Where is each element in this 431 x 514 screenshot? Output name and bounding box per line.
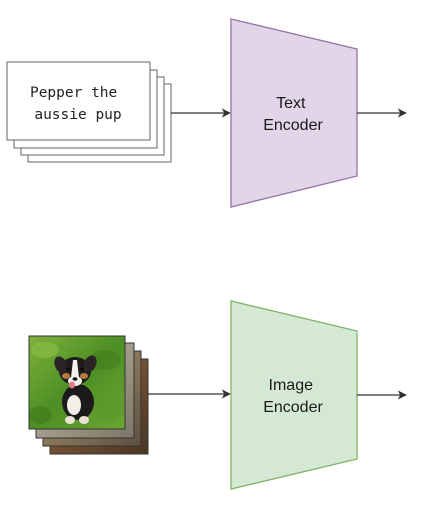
image-stack xyxy=(28,335,149,455)
caption-line-1: Pepper the xyxy=(30,85,117,101)
text-card-front xyxy=(6,61,151,141)
image-encoder-label-line-2: Encoder xyxy=(263,399,323,416)
image-encoder-label-line-1: Image xyxy=(269,377,314,394)
caption-line-2: aussie pup xyxy=(34,107,121,123)
svg-text:Pepper the aussie pup: Pepper the aussie pup xyxy=(30,85,126,123)
image-front-frame xyxy=(28,335,126,430)
text-encoder-label-line-1: Text xyxy=(276,95,306,112)
text-card-stack: Pepper the aussie pup xyxy=(6,61,172,163)
text-encoder-trapezoid xyxy=(230,18,358,208)
svg-text:Image Encoder: Image Encoder xyxy=(263,377,323,416)
text-encoder: Text Encoder xyxy=(230,18,358,208)
image-encoder-trapezoid xyxy=(230,300,358,490)
puppy-photo xyxy=(29,336,125,429)
text-encoder-label-line-2: Encoder xyxy=(263,117,323,134)
svg-text:Text Encoder: Text Encoder xyxy=(263,95,323,134)
image-encoder: Image Encoder xyxy=(230,300,358,490)
